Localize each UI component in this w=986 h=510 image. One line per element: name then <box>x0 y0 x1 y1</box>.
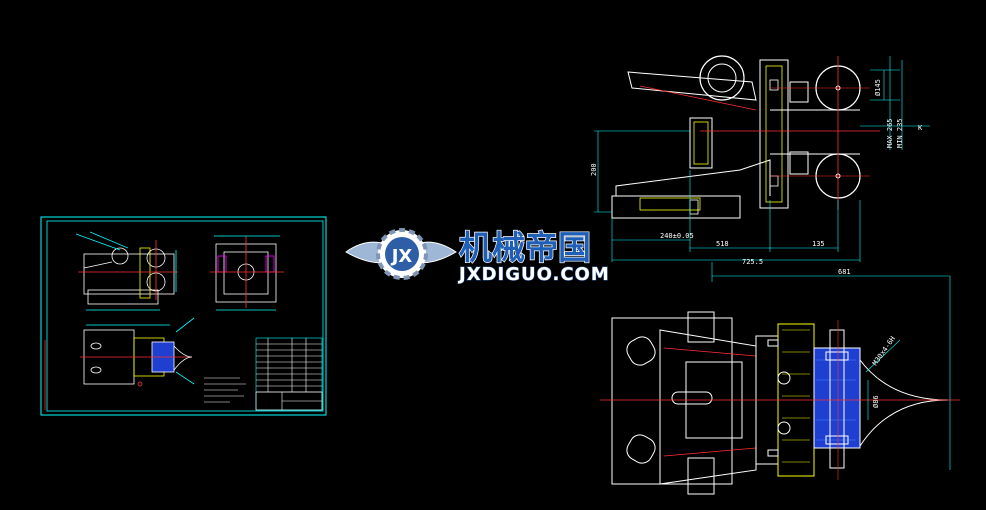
thumb-notes <box>204 377 246 403</box>
main-elevation-view: 240±0.05 518 135 725.5 681 200 Ø145 MAX … <box>590 55 950 282</box>
dim-200: 200 <box>590 163 598 176</box>
elevation-dimensions <box>594 56 950 282</box>
dim-min-235: MIN 235 <box>896 118 904 148</box>
logo-letters: JX <box>390 246 413 267</box>
thumb-plan-view <box>80 317 195 387</box>
handle-ring <box>699 55 745 101</box>
watermark-logo: JX 机械帝国 JXDIGUO.COM <box>345 227 610 286</box>
thumb-end-view <box>210 235 284 311</box>
dim-dia-145: Ø145 <box>874 79 882 96</box>
watermark-url-text: JXDIGUO.COM <box>457 264 610 285</box>
dim-max-265: MAX 265 <box>886 118 894 148</box>
dim-518: 518 <box>716 240 729 248</box>
dim-725-5: 725.5 <box>742 258 763 266</box>
watermark-chinese-text: 机械帝国 <box>459 228 591 267</box>
dim-681: 681 <box>838 268 851 276</box>
dim-k-label: K <box>918 124 923 132</box>
dim-m30: M30x4-6H <box>871 335 897 367</box>
base-plate <box>611 195 741 219</box>
thumbnail-sheet <box>40 216 327 416</box>
dim-135: 135 <box>812 240 825 248</box>
lever-arm <box>627 71 757 101</box>
dim-240: 240±0.05 <box>660 232 694 240</box>
dim-dia-86: Ø86 <box>872 395 880 408</box>
main-plan-view: M30x4-6H Ø86 <box>600 276 960 495</box>
thumb-elevation-view <box>75 231 178 311</box>
plan-base <box>611 317 733 485</box>
section-hatch-fill <box>813 347 861 449</box>
thumb-title-block <box>255 337 323 411</box>
